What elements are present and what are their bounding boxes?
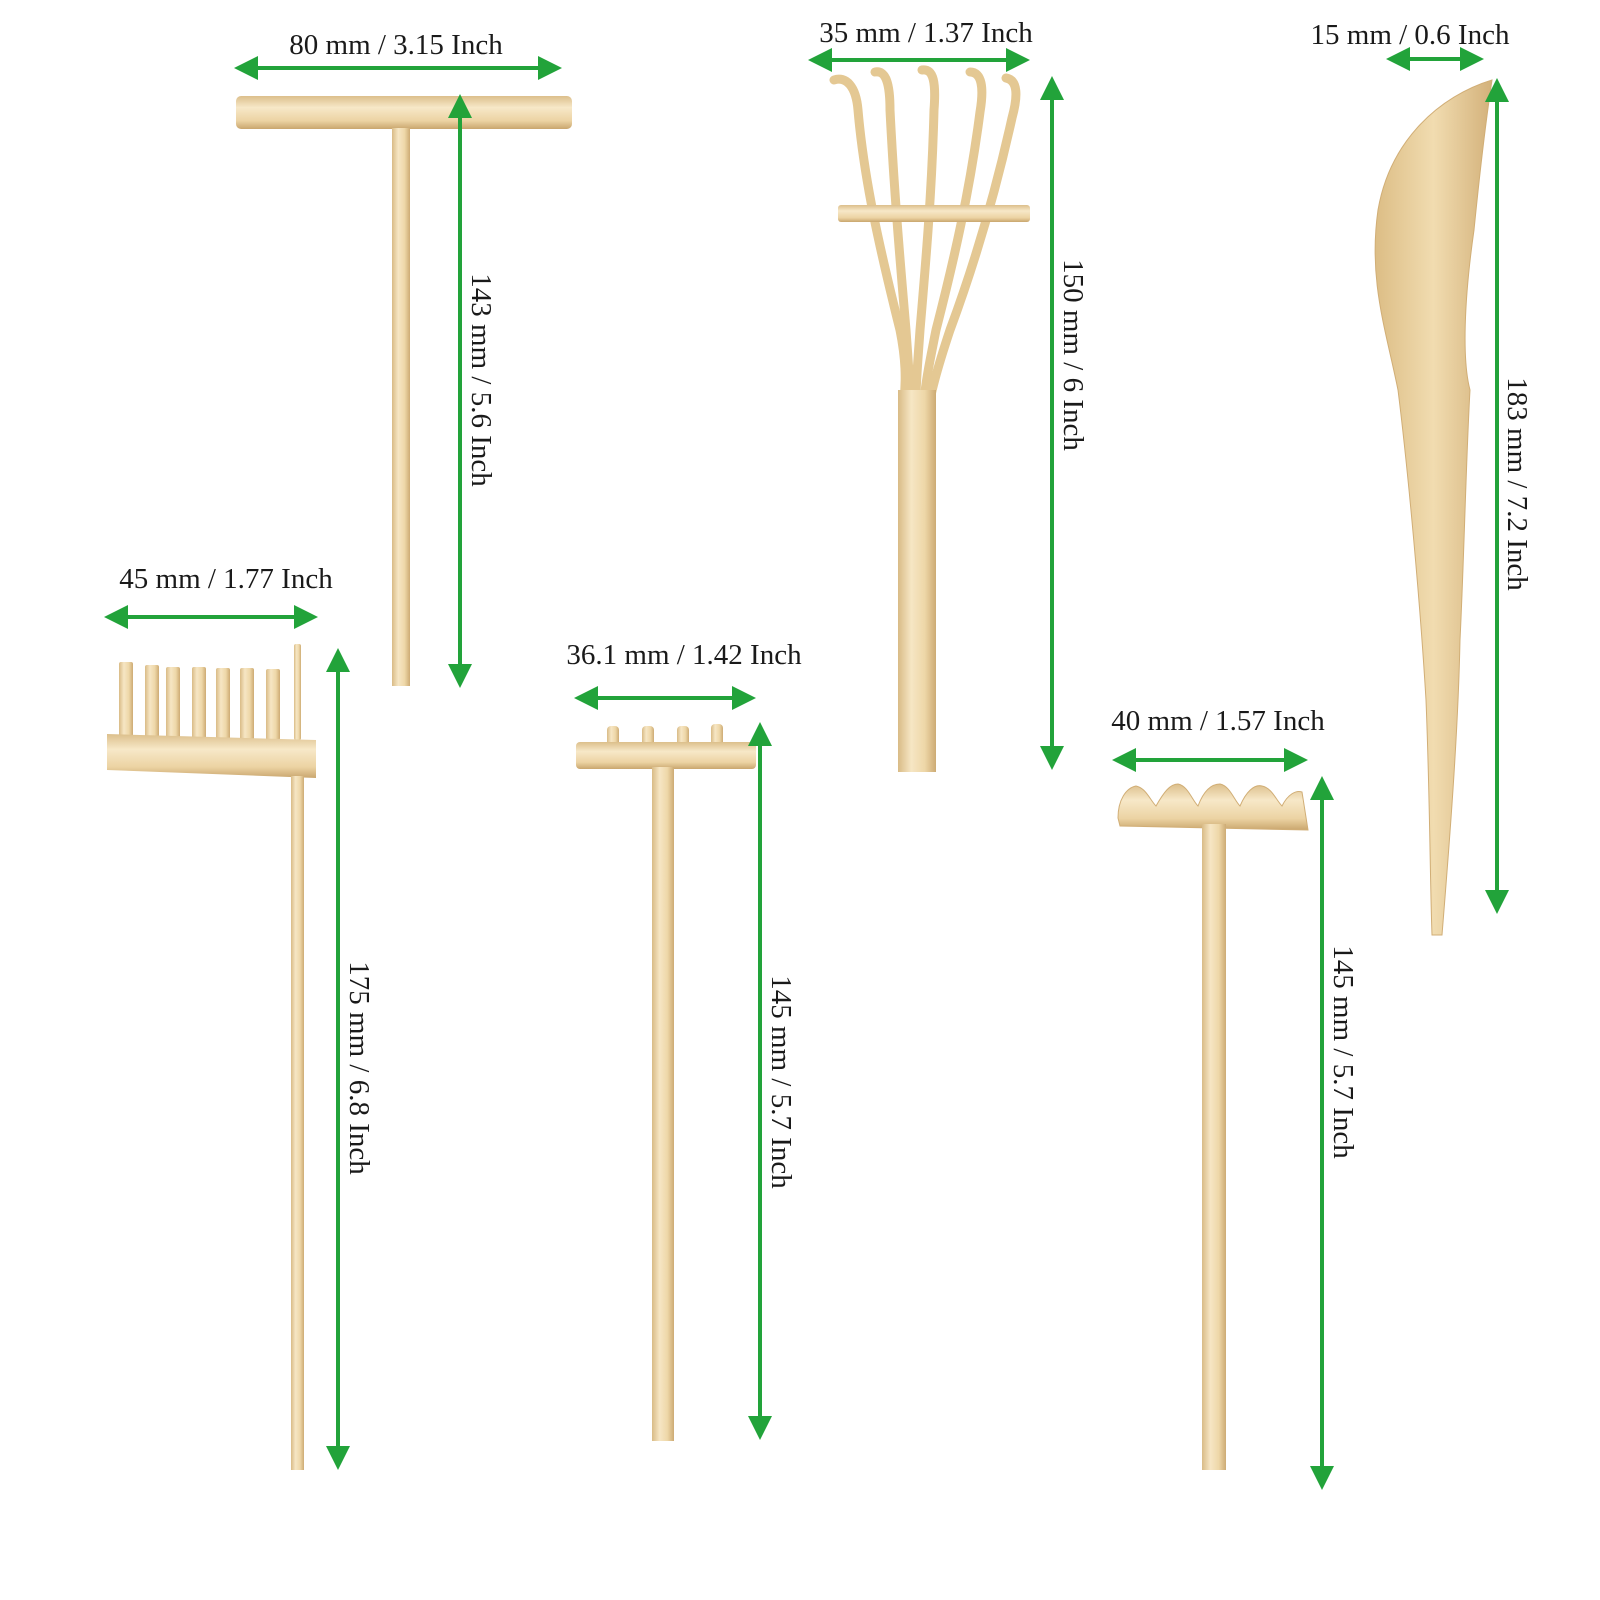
t-rake-crossbar: [236, 96, 572, 129]
four-peg-rake-height-label: 145 mm / 5.7 Inch: [765, 975, 797, 1189]
spatula-blade: [1374, 79, 1493, 936]
comb-rake-teeth: [119, 644, 301, 740]
claw-rake-width-label: 35 mm / 1.37 Inch: [819, 17, 1033, 49]
four-peg-rake-handle: [652, 767, 674, 1441]
spatula-height-label: 183 mm / 7.2 Inch: [1501, 377, 1533, 591]
t-rake-handle: [392, 128, 410, 686]
four-peg-rake: 36.1 mm / 1.42 Inch 145 mm / 5.7 Inch: [566, 639, 802, 1441]
wave-rake-width-label: 40 mm / 1.57 Inch: [1111, 705, 1325, 737]
four-peg-rake-width-label: 36.1 mm / 1.42 Inch: [566, 639, 802, 671]
claw-rake-crossbar: [838, 205, 1030, 222]
comb-rake: 45 mm / 1.77 Inch 175 mm / 6.8 Inch: [104, 563, 375, 1470]
curved-sand-spatula: 15 mm / 0.6 Inch 183 mm / 7.2 Inch: [1311, 19, 1533, 936]
wave-rake-handle: [1202, 824, 1226, 1470]
comb-rake-height-label: 175 mm / 6.8 Inch: [343, 961, 375, 1175]
wave-rake-height-label: 145 mm / 5.7 Inch: [1327, 945, 1359, 1159]
five-prong-claw-rake: 35 mm / 1.37 Inch 150 mm / 6 Inch: [808, 17, 1089, 772]
wave-pattern-rake: 40 mm / 1.57 Inch 145 mm / 5.7 Inch: [1111, 705, 1359, 1490]
t-shaped-smoothing-rake: 80 mm / 3.15 Inch 143 mm / 5.6 Inch: [234, 29, 572, 688]
comb-rake-handle: [291, 776, 304, 1470]
claw-rake-height-label: 150 mm / 6 Inch: [1057, 259, 1089, 451]
four-peg-rake-bar: [576, 742, 756, 769]
spatula-width-label: 15 mm / 0.6 Inch: [1311, 19, 1510, 51]
wave-rake-head: [1117, 783, 1309, 831]
claw-rake-handle: [898, 390, 936, 772]
t-rake-height-label: 143 mm / 5.6 Inch: [465, 273, 497, 487]
claw-rake-tines: [829, 65, 1021, 405]
comb-rake-width-label: 45 mm / 1.77 Inch: [119, 563, 333, 595]
t-rake-width-label: 80 mm / 3.15 Inch: [289, 29, 503, 61]
comb-rake-bar: [107, 734, 316, 778]
